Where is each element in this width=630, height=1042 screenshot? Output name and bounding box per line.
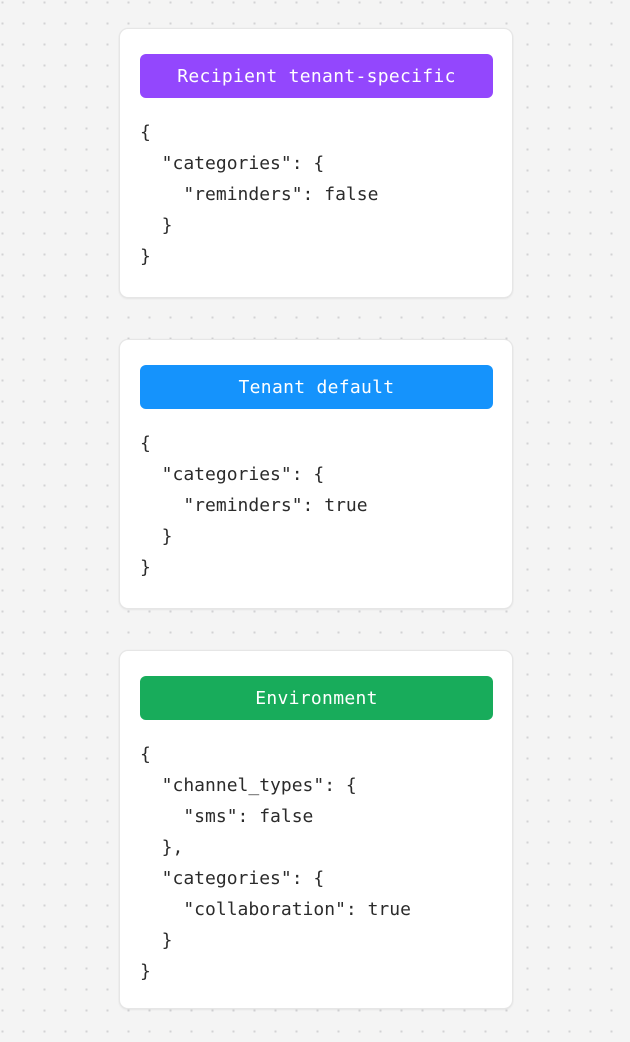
card-code-environment: { "channel_types": { "sms": false }, "ca… — [140, 744, 411, 982]
card-header-badge-environment: Environment — [140, 676, 493, 720]
card-header-badge-recipient-tenant-specific: Recipient tenant-specific — [140, 54, 493, 98]
card-recipient-tenant-specific: Recipient tenant-specific { "categories"… — [119, 28, 513, 298]
card-tenant-default: Tenant default { "categories": { "remind… — [119, 339, 513, 609]
card-code-recipient-tenant-specific: { "categories": { "reminders": false } } — [140, 122, 379, 267]
card-code-tenant-default: { "categories": { "reminders": true } } — [140, 433, 368, 578]
card-environment: Environment { "channel_types": { "sms": … — [119, 650, 513, 1009]
card-header-badge-tenant-default: Tenant default — [140, 365, 493, 409]
